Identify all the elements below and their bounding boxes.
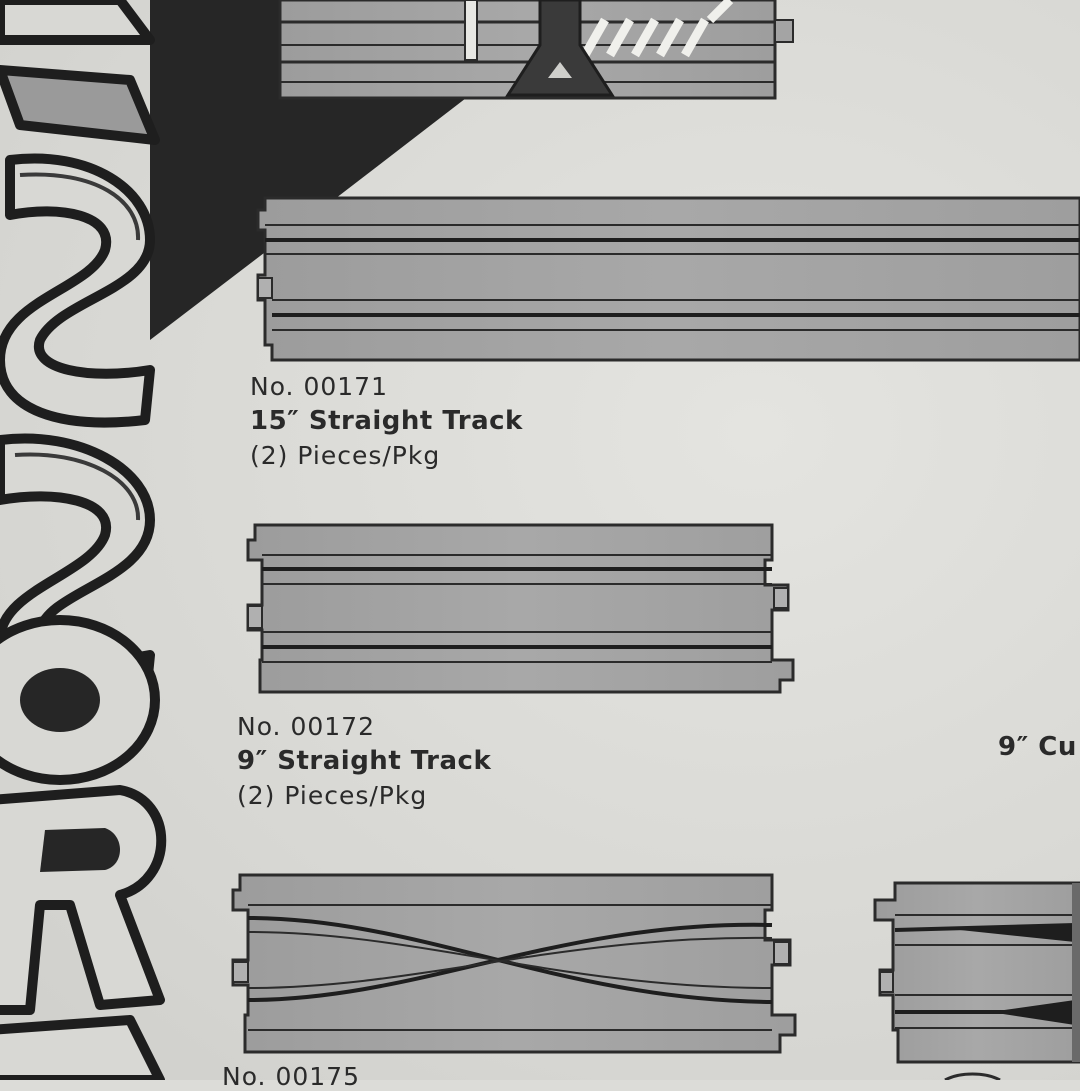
track-crossover [231,873,797,1054]
bottom-partial-shape [944,1072,1001,1080]
partial-product-name: 9″ Cu [998,732,1077,762]
caption-00172: No. 00172 9″ Straight Track (2) Pieces/P… [237,712,491,811]
track-15-inch-straight [256,196,1080,362]
track-9-inch-straight [246,523,795,694]
product-number: No. 00172 [237,712,375,741]
product-number-partial: No. 00175 [222,1062,360,1091]
top-partial-accessory [278,0,794,100]
caption-00171: No. 00171 15″ Straight Track (2) Pieces/… [250,372,523,471]
banner-lettering [0,0,167,1080]
product-quantity: (2) Pieces/Pkg [237,781,428,811]
product-name: 15″ Straight Track [250,406,523,436]
product-quantity: (2) Pieces/Pkg [250,441,441,471]
banner-letter-shadow [14,172,141,521]
product-name: 9″ Straight Track [237,746,492,776]
track-curve-partial [873,881,1080,1064]
product-number: No. 00171 [250,372,388,401]
